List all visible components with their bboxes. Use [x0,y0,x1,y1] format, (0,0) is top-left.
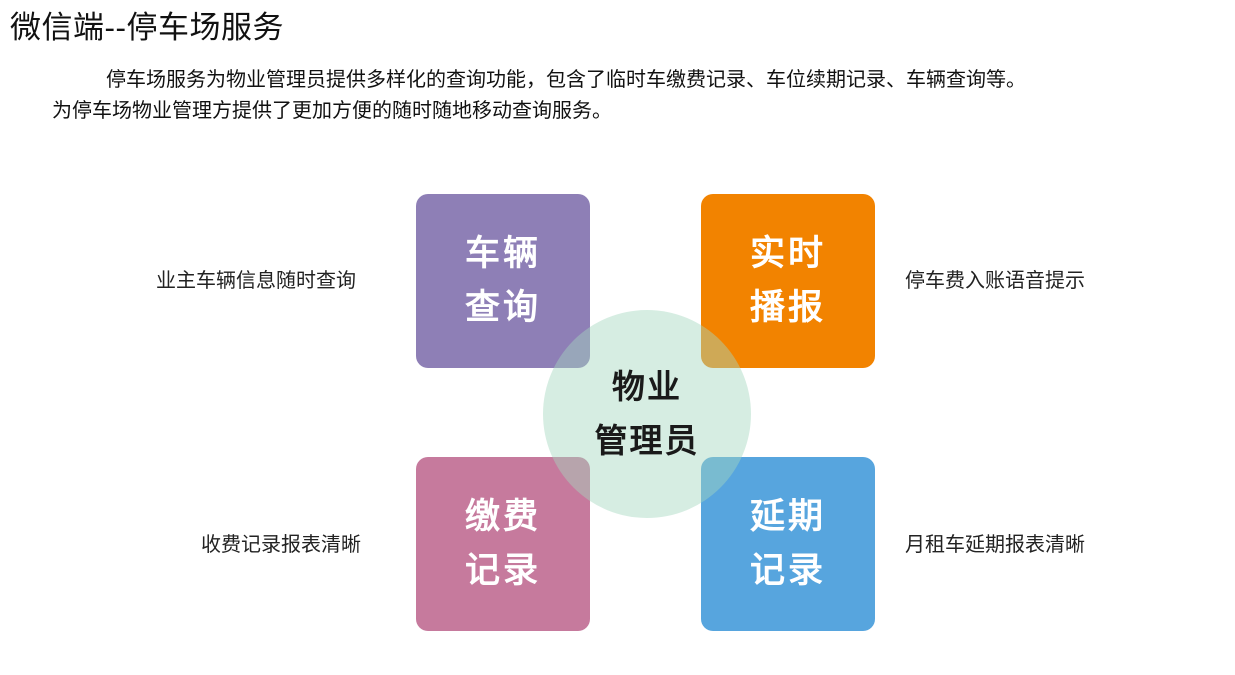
tile-extension-records: 延期 记录 [701,457,875,631]
tile-extension-records-line-2: 记录 [749,551,826,591]
tile-vehicle-query-line-2: 查询 [464,288,541,328]
tile-realtime-broadcast-line-1: 实时 [749,234,826,274]
center-circle-line-2: 管理员 [594,421,700,460]
intro-line-2: 为停车场物业管理方提供了更加方便的随时随地移动查询服务。 [52,98,612,122]
label-payment-records: 收费记录报表清晰 [201,532,361,556]
center-circle-line-1: 物业 [612,367,682,406]
tile-vehicle-query-line-1: 车辆 [464,234,541,274]
tile-payment-records-line-2: 记录 [464,551,541,591]
label-extension-records: 月租车延期报表清晰 [905,532,1085,556]
intro-paragraph: 停车场服务为物业管理员提供多样化的查询功能，包含了临时车缴费记录、车位续期记录、… [52,64,1217,126]
tile-vehicle-query: 车辆 查询 [416,194,590,368]
intro-line-1: 停车场服务为物业管理员提供多样化的查询功能，包含了临时车缴费记录、车位续期记录、… [106,67,1026,91]
page-title: 微信端--停车场服务 [10,10,284,46]
tile-realtime-broadcast-line-2: 播报 [749,288,826,328]
tile-payment-records: 缴费 记录 [416,457,590,631]
center-circle-property-manager: 物业 管理员 [543,310,751,518]
tile-payment-records-line-1: 缴费 [464,497,541,537]
tile-extension-records-line-1: 延期 [749,497,826,537]
label-vehicle-query: 业主车辆信息随时查询 [156,268,356,292]
label-realtime-broadcast: 停车费入账语音提示 [905,268,1085,292]
tile-realtime-broadcast: 实时 播报 [701,194,875,368]
